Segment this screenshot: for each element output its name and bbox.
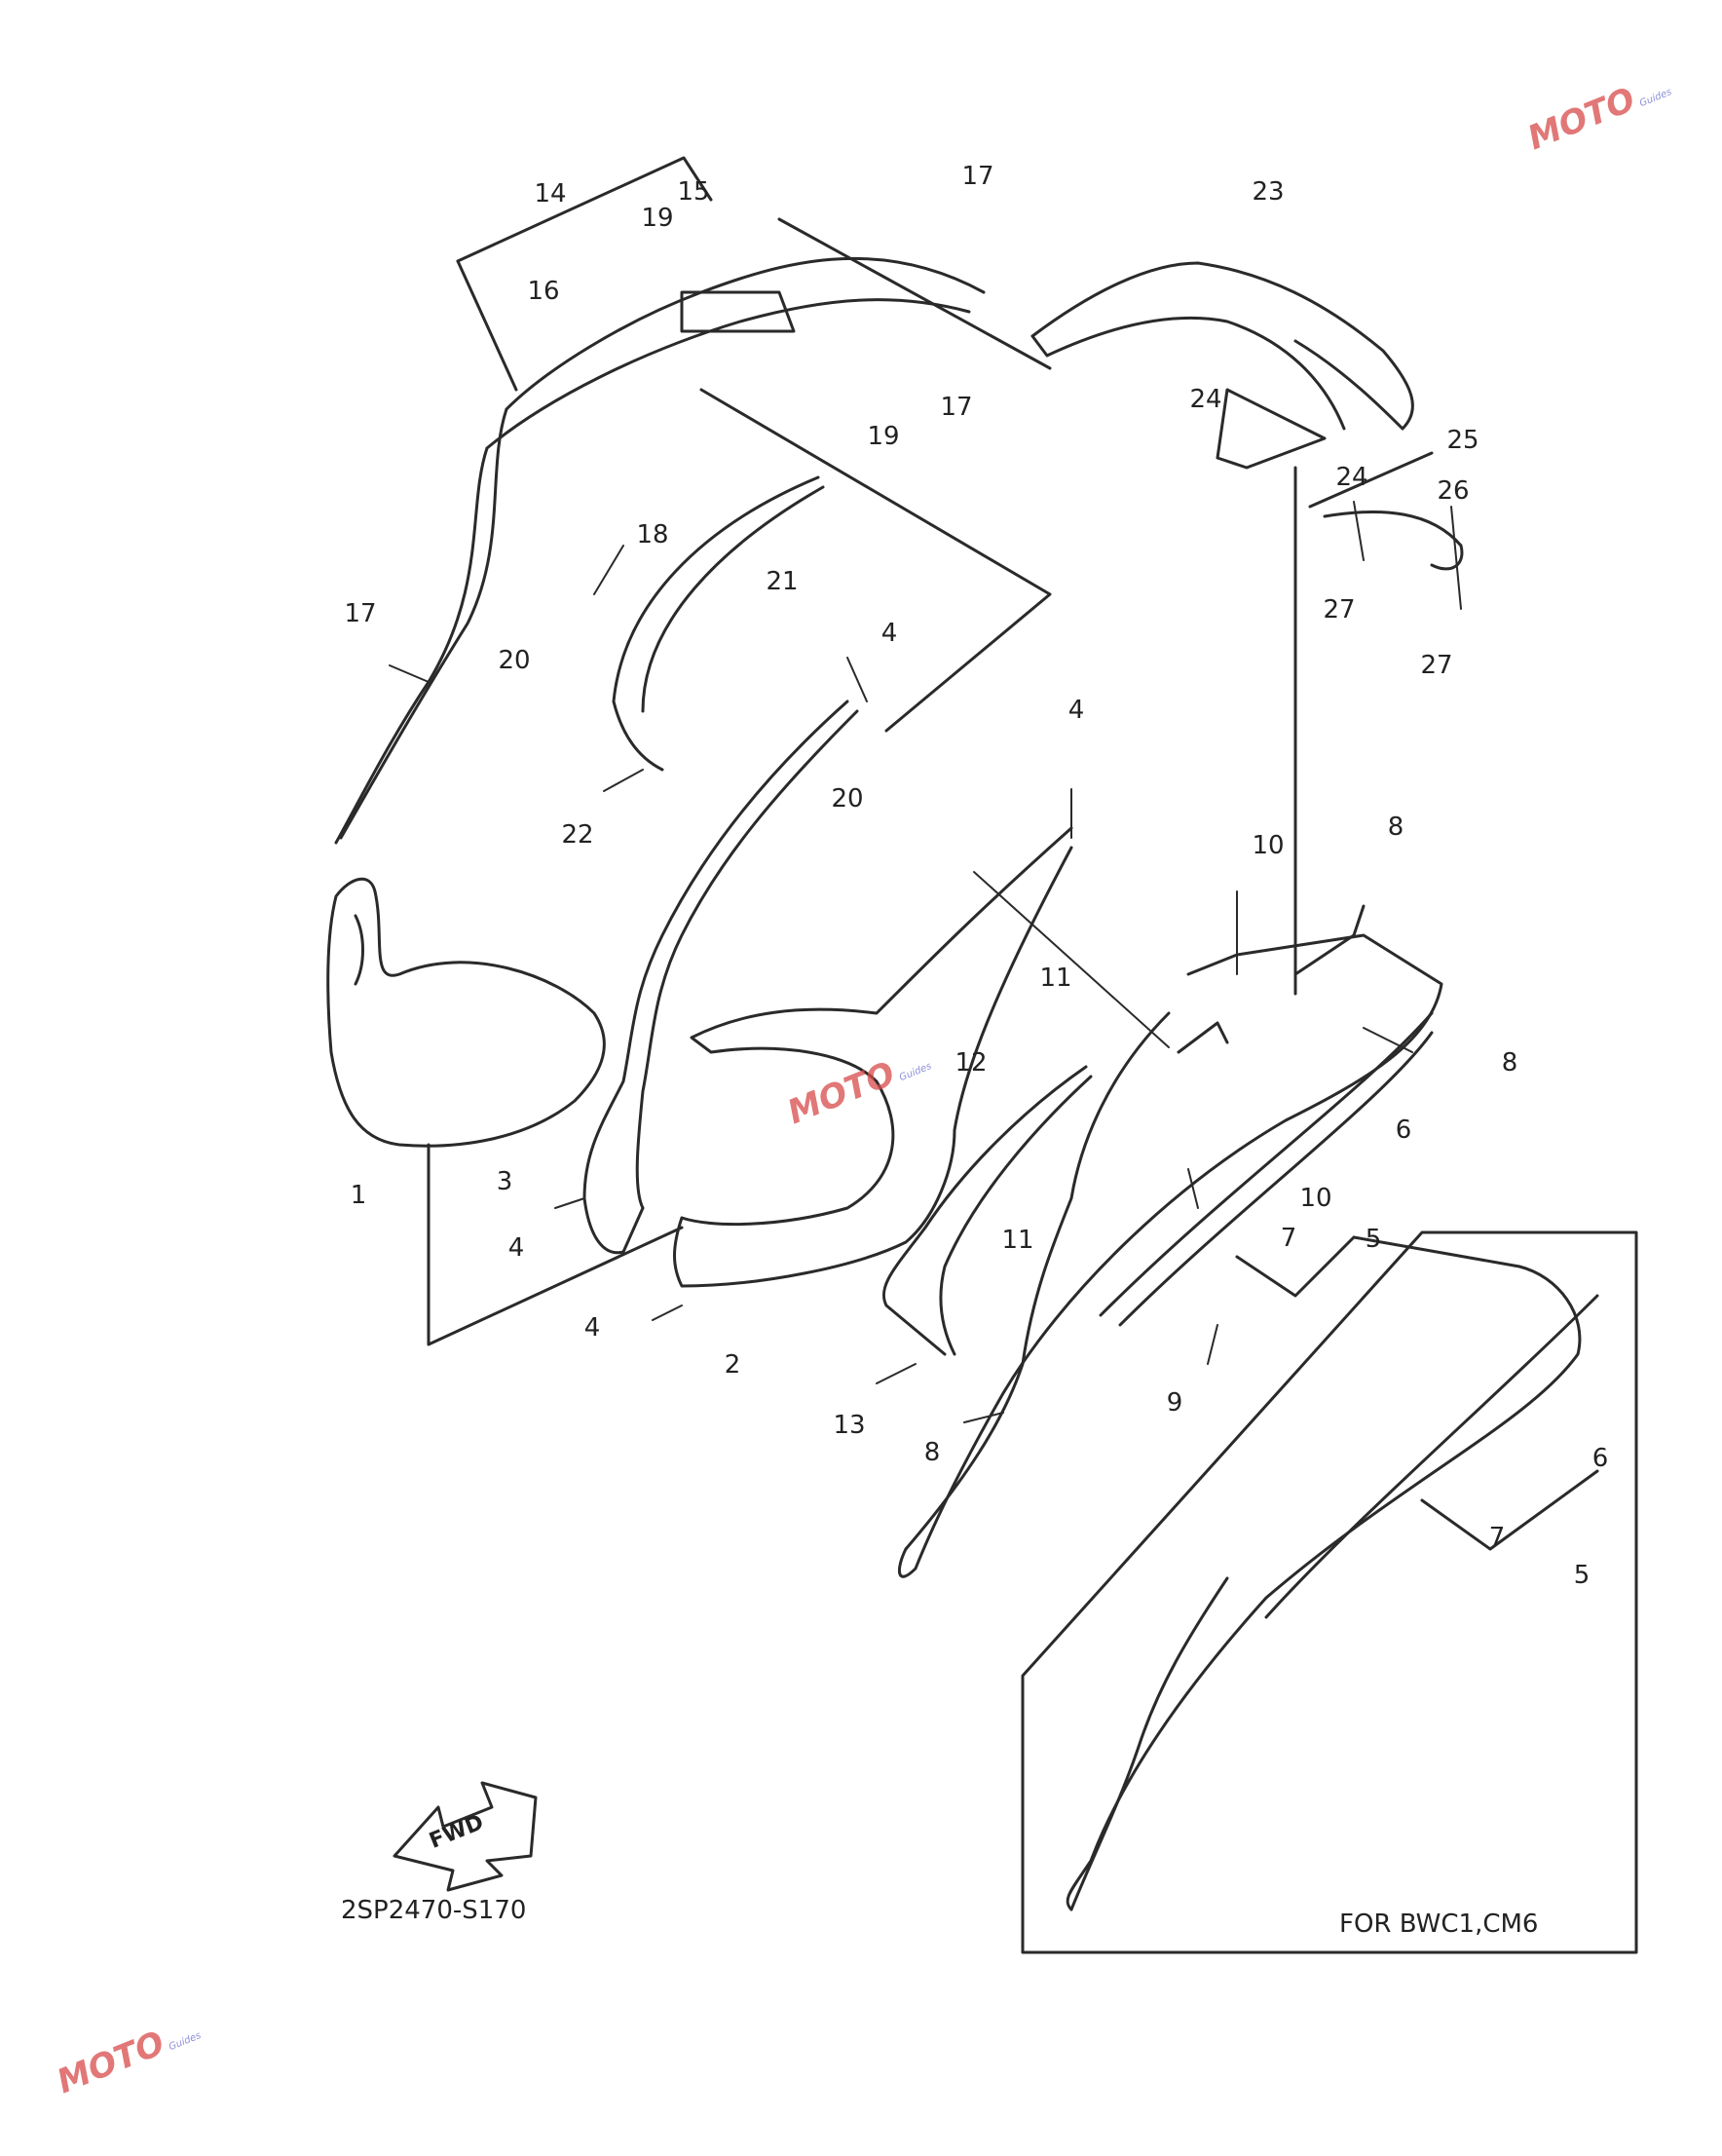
callout-19: 19 bbox=[641, 204, 674, 233]
callout-27: 27 bbox=[1323, 595, 1356, 624]
fastener-leaders bbox=[389, 501, 1462, 1423]
callout-26: 26 bbox=[1437, 476, 1470, 506]
part-12-side-strip bbox=[881, 1065, 1093, 1356]
callout-7: 7 bbox=[1280, 1224, 1297, 1253]
callout-18: 18 bbox=[636, 520, 669, 549]
callout-20: 20 bbox=[498, 646, 531, 675]
callout-20: 20 bbox=[831, 784, 864, 813]
callout-8: 8 bbox=[1387, 813, 1404, 842]
callout-5: 5 bbox=[1365, 1225, 1382, 1254]
callout-8: 8 bbox=[923, 1438, 941, 1467]
variant-box bbox=[1021, 1230, 1638, 1954]
callout-11: 11 bbox=[1001, 1226, 1034, 1255]
callout-27: 27 bbox=[1420, 651, 1453, 680]
callout-15: 15 bbox=[677, 177, 710, 207]
callout-2: 2 bbox=[724, 1350, 741, 1380]
callout-16: 16 bbox=[527, 277, 560, 306]
callout-4: 4 bbox=[507, 1233, 525, 1263]
callout-12: 12 bbox=[955, 1048, 988, 1078]
callout-17: 17 bbox=[940, 393, 973, 422]
part-25-bracket bbox=[1308, 451, 1464, 571]
variant-note: FOR BWC1,CM6 bbox=[1339, 1910, 1539, 1939]
part-23-rear-cowl bbox=[1030, 261, 1414, 996]
callout-9: 9 bbox=[1166, 1388, 1183, 1418]
callout-4: 4 bbox=[583, 1313, 601, 1343]
callout-10: 10 bbox=[1299, 1184, 1332, 1213]
callout-23: 23 bbox=[1252, 177, 1285, 207]
callout-8: 8 bbox=[1501, 1048, 1518, 1078]
callout-25: 25 bbox=[1446, 426, 1479, 455]
part-14-upper-panel bbox=[334, 156, 1052, 845]
part-1-front-shell bbox=[326, 877, 684, 1346]
callout-4: 4 bbox=[1067, 696, 1085, 725]
callout-11: 11 bbox=[1039, 964, 1072, 993]
callout-3: 3 bbox=[496, 1167, 513, 1196]
callout-6: 6 bbox=[1395, 1116, 1412, 1145]
callout-14: 14 bbox=[534, 179, 567, 208]
callout-24: 24 bbox=[1189, 385, 1222, 414]
callout-17: 17 bbox=[961, 162, 994, 191]
part-21-inner-strip bbox=[612, 475, 825, 772]
drawing-code: 2SP2470-S170 bbox=[341, 1896, 527, 1925]
part-5-side-cover bbox=[897, 904, 1443, 1578]
callout-17: 17 bbox=[344, 599, 377, 628]
callout-7: 7 bbox=[1488, 1523, 1506, 1552]
callout-1: 1 bbox=[350, 1181, 367, 1210]
callout-19: 19 bbox=[867, 422, 900, 451]
callout-13: 13 bbox=[833, 1411, 866, 1440]
callout-6: 6 bbox=[1591, 1444, 1609, 1473]
callout-22: 22 bbox=[561, 820, 594, 850]
callout-24: 24 bbox=[1335, 463, 1368, 492]
callout-5: 5 bbox=[1573, 1561, 1591, 1590]
callout-21: 21 bbox=[766, 567, 799, 596]
callout-4: 4 bbox=[880, 619, 898, 648]
fwd-arrow bbox=[393, 1781, 538, 1892]
part-3-side-panel bbox=[582, 700, 859, 1255]
part-2-lower-cover bbox=[673, 826, 1073, 1288]
callout-10: 10 bbox=[1252, 831, 1285, 860]
